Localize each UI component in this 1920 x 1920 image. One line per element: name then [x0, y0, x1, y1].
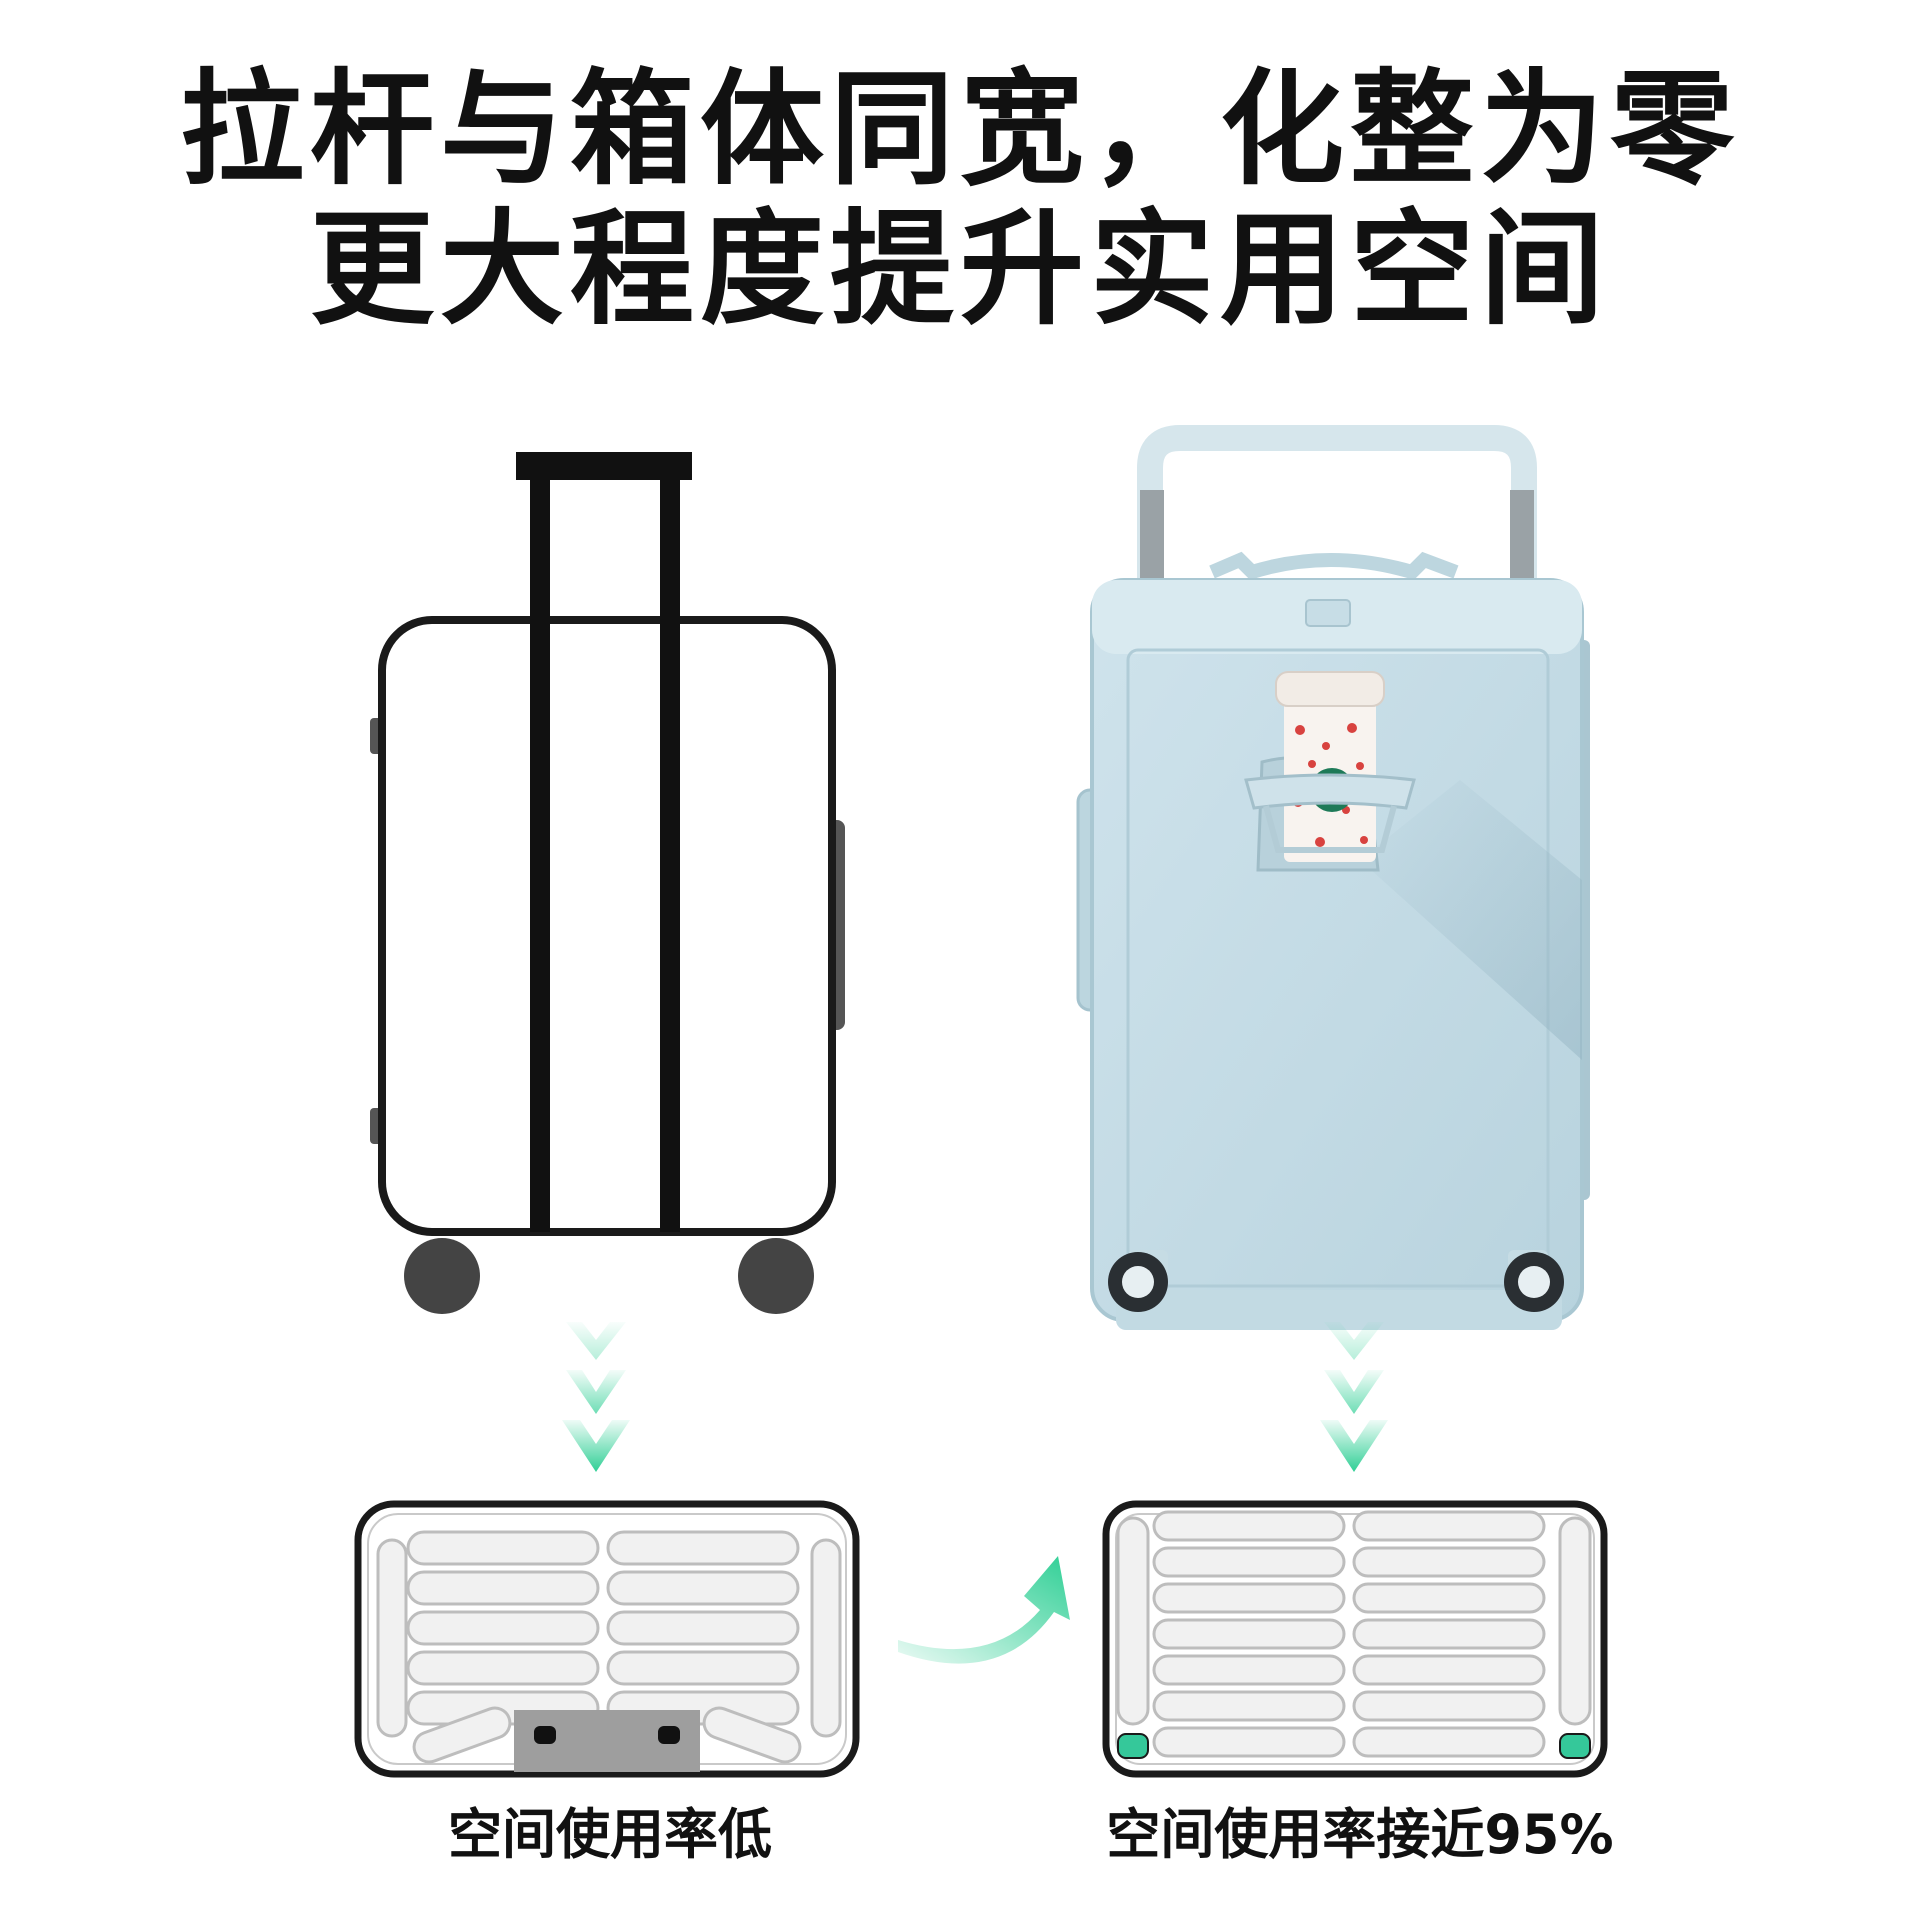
- high-utilization-cross-section: [1102, 1500, 1608, 1778]
- down-chevrons-icon: [562, 1322, 630, 1472]
- low-utilization-cross-section: [354, 1500, 860, 1778]
- headline-line-1: 拉杆与箱体同宽，化整为零: [179, 58, 1740, 202]
- left-caption: 空间使用率低: [448, 1803, 772, 1866]
- curved-arrow-icon: [898, 1556, 1070, 1664]
- cup-holder-icon: [1244, 671, 1416, 872]
- conventional-suitcase-icon: [370, 452, 845, 1314]
- wide-handle-suitcase-photo: [1076, 425, 1590, 1330]
- down-chevrons-icon: [1320, 1322, 1388, 1472]
- headline-line-2: 更大程度提升实用空间: [309, 198, 1610, 342]
- right-caption: 空间使用率接近95%: [1106, 1803, 1614, 1866]
